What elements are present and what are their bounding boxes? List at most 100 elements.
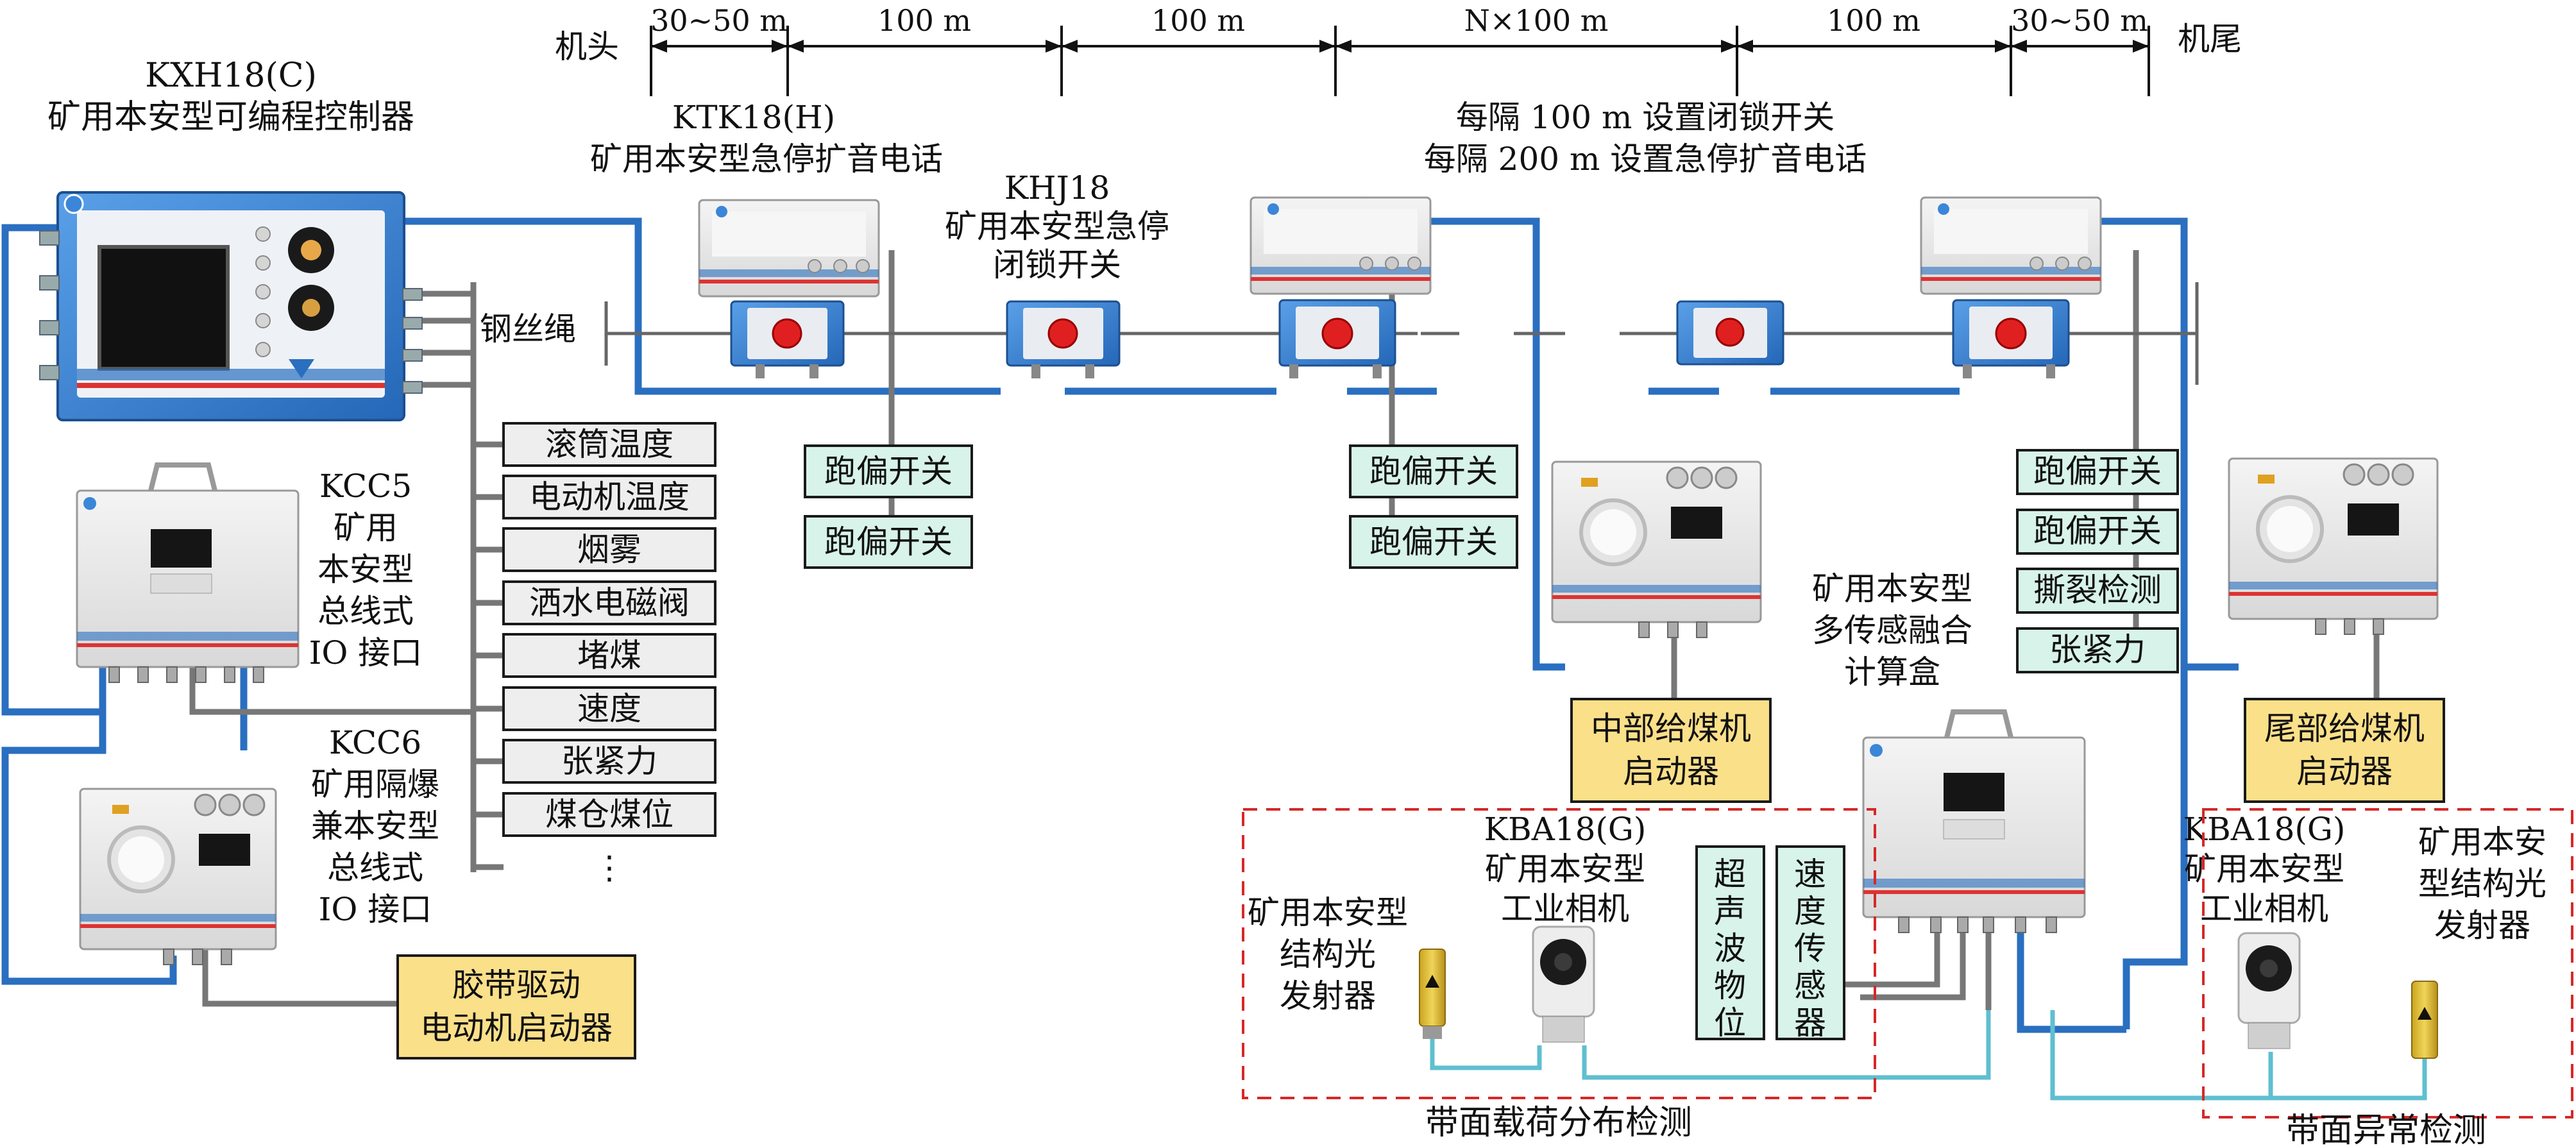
dimension-line: 机头 机尾 30~50 m 100 m 100 m N×100 m 100 m …	[555, 3, 2242, 96]
tail-feeder-starter: 尾部给煤机 启动器	[2244, 698, 2445, 803]
emitter-right-line-1: 矿用本安	[2418, 823, 2546, 861]
ktk-phone-3	[1920, 196, 2102, 295]
emitter-left-label: 矿用本安型 结构光 发射器	[1248, 894, 1408, 1015]
tear-detection: 撕裂检测	[2016, 568, 2179, 614]
camera-left-line-1: KBA18(G)	[1484, 811, 1647, 848]
svg-text:张紧力: 张紧力	[561, 743, 657, 780]
svg-text:堵煤: 堵煤	[577, 637, 641, 674]
deviation-switch: 跑偏开关	[2016, 509, 2179, 555]
kcc6-line-1: KCC6	[329, 724, 421, 761]
controller-connectors	[39, 230, 423, 394]
svg-text:跑偏开关: 跑偏开关	[1369, 523, 1498, 561]
svg-text:滚筒温度: 滚筒温度	[545, 426, 674, 463]
mid-feeder-io-box	[1551, 460, 1762, 638]
estop-switch-1	[730, 300, 845, 378]
svg-text:中部给煤机: 中部给煤机	[1591, 710, 1751, 747]
svg-text:物: 物	[1714, 967, 1746, 1004]
camera-left-label: KBA18(G) 矿用本安型 工业相机	[1484, 811, 1647, 927]
svg-text:超: 超	[1714, 856, 1746, 893]
fusion-line-2: 多传感融合	[1812, 612, 1972, 649]
kcc6-line-5: IO 接口	[319, 891, 432, 928]
head-label: 机头	[555, 28, 619, 65]
segment-label-3: 100 m	[1151, 3, 1245, 38]
estop-switch-4	[1676, 300, 1784, 366]
estop-switch-5	[1952, 299, 2070, 378]
svg-text:器: 器	[1794, 1004, 1826, 1042]
ktk-phone-1	[698, 199, 880, 298]
emitter-right-label: 矿用本安 型结构光 发射器	[2418, 823, 2546, 944]
sensor-item: 张紧力	[502, 739, 716, 784]
mid-feeder-starter: 中部给煤机 启动器	[1570, 698, 1772, 803]
sensor-item: 洒水电磁阀	[502, 580, 716, 625]
drive-motor-starter: 胶带驱动 电动机启动器	[396, 954, 636, 1059]
deviation-switch: 跑偏开关	[804, 515, 973, 569]
khj-title: KHJ18	[1004, 169, 1110, 207]
svg-text:跑偏开关: 跑偏开关	[2033, 512, 2162, 550]
deviation-switch: 跑偏开关	[804, 444, 973, 498]
svg-text:张紧力: 张紧力	[2049, 631, 2146, 668]
svg-text:尾部给煤机: 尾部给煤机	[2264, 710, 2425, 747]
brand-logo-icon	[1267, 203, 1279, 215]
kcc6-line-2: 矿用隔爆	[311, 766, 439, 803]
anomaly-detection-label: 带面异常检测	[2286, 1111, 2486, 1148]
controller-device: KXH18(C) 矿用本安型可编程控制器	[39, 56, 423, 421]
speed-sensor: 速 度 传 感 器	[1775, 845, 1845, 1042]
brand-logo-icon	[1938, 203, 1949, 215]
ktk-title: KTK18(H)	[672, 99, 835, 136]
sensor-item: 煤仓煤位	[502, 792, 716, 837]
fusion-label: 矿用本安型 多传感融合 计算盒	[1812, 570, 1972, 691]
blue-cables	[1, 217, 2239, 1033]
svg-text:跑偏开关: 跑偏开关	[2033, 453, 2162, 490]
brand-logo-icon	[64, 194, 84, 214]
sensor-list-more: ⋮	[593, 849, 625, 886]
kcc5-line-5: IO 接口	[309, 634, 423, 671]
ktk-subtitle: 矿用本安型急停扩音电话	[590, 140, 943, 178]
segment-label-6: 30~50 m	[2011, 3, 2148, 38]
controller-subtitle: 矿用本安型可编程控制器	[47, 98, 414, 137]
segment-label-1: 30~50 m	[650, 3, 788, 38]
camera-right-label: KBA18(G) 矿用本安型 工业相机	[2183, 811, 2346, 927]
dimension-arrows	[651, 40, 2149, 53]
sensor-item: 烟雾	[502, 527, 716, 572]
deviation-switch: 跑偏开关	[1349, 444, 1518, 498]
sensor-list: 滚筒温度 电动机温度 烟雾 洒水电磁阀 堵煤 速度 张紧力 煤仓煤位 ⋮	[502, 422, 716, 886]
switch-boxes-right: 跑偏开关 跑偏开关 撕裂检测 张紧力	[2016, 449, 2179, 673]
emitter-left-line-1: 矿用本安型	[1248, 894, 1408, 931]
khj-line2: 矿用本安型急停	[945, 208, 1169, 245]
svg-text:声: 声	[1714, 893, 1746, 930]
camera-left	[1532, 925, 1595, 1043]
kcc6-line-3: 兼本安型	[311, 807, 439, 845]
switch-boxes-left: 跑偏开关 跑偏开关	[804, 444, 973, 569]
kcc6-label: KCC6 矿用隔爆 兼本安型 总线式 IO 接口	[311, 724, 439, 928]
svg-text:波: 波	[1714, 930, 1746, 967]
fusion-line-1: 矿用本安型	[1812, 570, 1972, 607]
spacing-note-2: 每隔 200 m 设置急停扩音电话	[1424, 140, 1867, 178]
svg-text:传: 传	[1794, 930, 1826, 967]
controller-led-column	[255, 226, 271, 357]
load-detection-label: 带面载荷分布检测	[1425, 1104, 1692, 1142]
camera-right-line-1: KBA18(G)	[2183, 811, 2346, 848]
kcc5-label: KCC5 矿用 本安型 总线式 IO 接口	[309, 468, 423, 671]
svg-text:速: 速	[1794, 856, 1826, 893]
gray-cables	[189, 250, 2380, 1010]
laser-emitter-left	[1419, 949, 1446, 1039]
segment-label-2: 100 m	[877, 3, 971, 38]
dimension-ticks	[650, 26, 2150, 96]
fusion-compute-box	[1862, 709, 2086, 933]
brand-logo-icon	[716, 206, 727, 217]
sensor-item: 电动机温度	[502, 475, 716, 519]
svg-text:撕裂检测: 撕裂检测	[2033, 571, 2162, 609]
emitter-left-line-3: 发射器	[1280, 977, 1376, 1015]
svg-text:电动机温度: 电动机温度	[529, 478, 690, 516]
controller-title: KXH18(C)	[145, 56, 317, 95]
rope-label: 钢丝绳	[480, 310, 576, 348]
ultrasonic-level-sensor: 超 声 波 物 位	[1695, 845, 1765, 1042]
emitter-right-line-2: 型结构光	[2418, 865, 2546, 902]
switch-boxes-mid: 跑偏开关 跑偏开关	[1349, 444, 1518, 569]
camera-right	[2237, 932, 2301, 1049]
svg-text:电动机启动器: 电动机启动器	[420, 1009, 613, 1047]
svg-text:跑偏开关: 跑偏开关	[824, 523, 953, 561]
spacing-note-1: 每隔 100 m 设置闭锁开关	[1456, 99, 1835, 136]
sensor-item: 滚筒温度	[502, 422, 716, 467]
